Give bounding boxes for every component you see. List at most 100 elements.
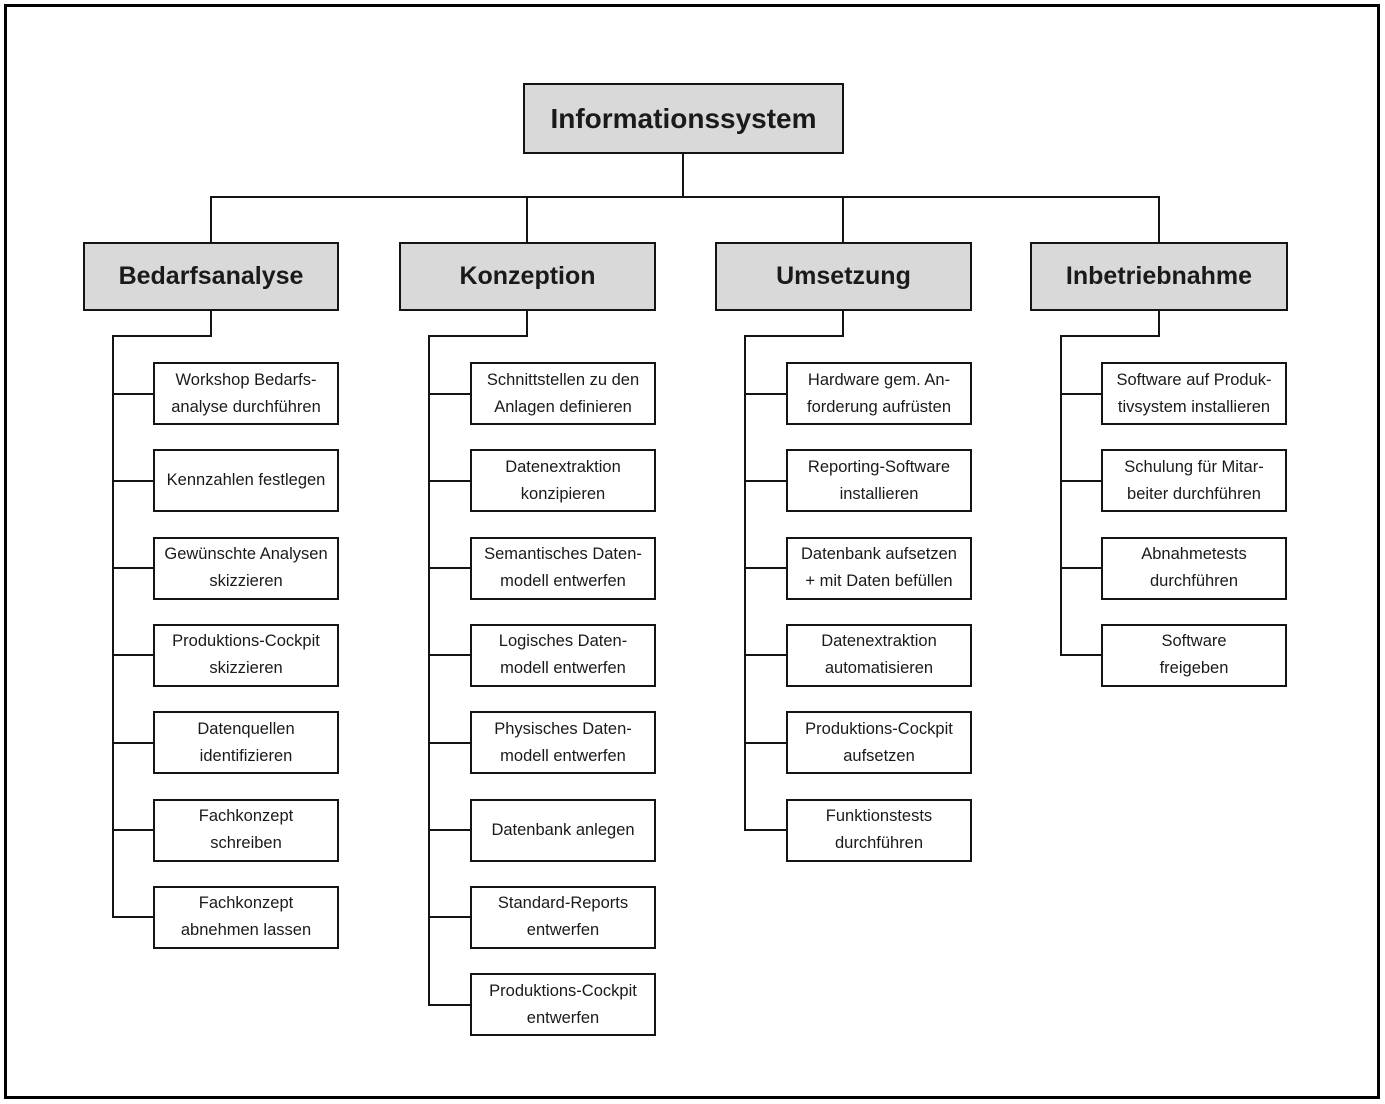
phase-node-label: Bedarfsanalyse [118,262,304,290]
task-box-label-line: Standard-Reports [497,894,629,913]
task-box-label-line: entwerfen [526,921,600,940]
connector-line [112,567,153,570]
connector-line [1158,311,1160,337]
connector-line [526,197,528,243]
connector-line [428,567,470,570]
task-box-label-line: modell entwerfen [500,746,626,765]
task-box: Kennzahlen festlegen [153,449,339,513]
root-node-informationssystem: Informationssystem [523,83,844,154]
connector-line [112,654,153,657]
connector-line [744,479,786,482]
task-box-label-line: tivsystem installieren [1117,397,1271,416]
task-box-label-line: skizzieren [209,659,283,678]
task-box-label-line: Abnahmetests [1141,545,1247,564]
connector-line [210,197,212,243]
task-box-label-line: modell entwerfen [500,659,626,678]
task-box-label-line: Hardware gem. An- [807,370,951,389]
connector-line [842,197,844,243]
task-box: Software freigeben [1101,623,1287,687]
task-box-label-line: durchführen [834,834,924,852]
connector-line [1060,479,1101,482]
connector-line [1060,654,1101,657]
connector-line [526,311,528,337]
task-box-label-line: skizzieren [209,572,283,591]
connector-line [428,654,470,657]
phase-node-inbetriebnahme: Inbetriebnahme [1030,242,1288,311]
task-box-label-line: Funktionstests [825,807,933,825]
connector-line [682,154,684,197]
task-box-label-line: + mit Daten befüllen [805,572,953,591]
task-box: Hardware gem. An-forderung aufrüsten [786,362,972,425]
connector-line [744,567,786,570]
task-box-label-line: installieren [839,484,919,503]
task-box-label-line: Datenbank aufsetzen [801,545,957,564]
task-box-label-line: Fachkonzept [198,807,294,825]
connector-line [112,916,153,919]
task-box-label-line: Kennzahlen festlegen [166,471,326,490]
task-box: Workshop Bedarfs-analyse durchführen [153,362,339,425]
task-box: Datenextraktion konzipieren [470,449,656,513]
task-box-label-line: Software [1161,632,1227,651]
connector-line [1158,197,1160,243]
connector-line [744,392,786,395]
task-box: Schulung für Mitar-beiter durchführen [1101,449,1287,513]
connector-line [112,829,153,831]
task-box-label-line: Datenextraktion [505,457,621,476]
connector-line [112,392,153,395]
connector-line [428,741,470,744]
task-box-label-line: Physisches Daten- [494,719,632,738]
connector-line [428,335,430,1005]
task-box-label-line: Anlagen definieren [494,397,632,416]
connector-line [112,335,114,918]
connector-line [842,311,844,337]
connector-line [744,829,786,831]
task-box: Semantisches Daten-modell entwerfen [470,536,656,600]
connector-line [744,741,786,744]
task-box: Fachkonzept schreiben [153,798,339,862]
task-box: Standard-Reports entwerfen [470,885,656,949]
task-box-label-line: Produktions-Cockpit [172,632,320,651]
task-box: Datenbank anlegen [470,798,656,862]
task-box-label-line: abnehmen lassen [180,921,312,940]
task-box: Produktions-Cockpit skizzieren [153,623,339,687]
task-box-label-line: modell entwerfen [500,572,626,591]
task-box-label-line: durchführen [1149,572,1239,591]
task-box: Reporting-Software installieren [786,449,972,513]
phase-node-label: Konzeption [459,262,596,290]
task-box-label-line: Schulung für Mitar- [1124,457,1264,476]
task-box: Fachkonzept abnehmen lassen [153,885,339,949]
task-box-label-line: automatisieren [824,659,934,678]
phase-node-umsetzung: Umsetzung [715,242,972,311]
connector-line [210,311,212,337]
task-box-label-line: konzipieren [520,484,606,503]
connector-line [1060,335,1062,656]
connector-line [112,479,153,482]
task-box-label-line: Produktions-Cockpit [489,981,637,1000]
connector-line [428,392,470,395]
task-box-label-line: schreiben [210,834,282,852]
task-box-label-line: beiter durchführen [1127,484,1261,503]
task-box-label-line: analyse durchführen [171,397,321,416]
connector-line [112,335,211,337]
task-box-label-line: Datenbank anlegen [491,820,635,839]
connector-line [1060,392,1101,395]
task-box-label-line: freigeben [1159,659,1229,678]
connector-line [744,335,843,337]
task-box-label-line: Fachkonzept [198,894,294,913]
connector-line [1060,567,1101,570]
connector-line [428,916,470,919]
task-box-label-line: Reporting-Software [807,457,951,476]
task-box: Software auf Produk-tivsystem installier… [1101,362,1287,425]
connector-line [428,829,470,831]
task-box-label-line: Logisches Daten- [498,632,628,651]
phase-node-bedarfsanalyse: Bedarfsanalyse [83,242,339,311]
phase-node-label: Umsetzung [776,262,911,290]
diagram-frame [4,4,1380,1099]
task-box-label-line: Software auf Produk- [1116,370,1272,389]
